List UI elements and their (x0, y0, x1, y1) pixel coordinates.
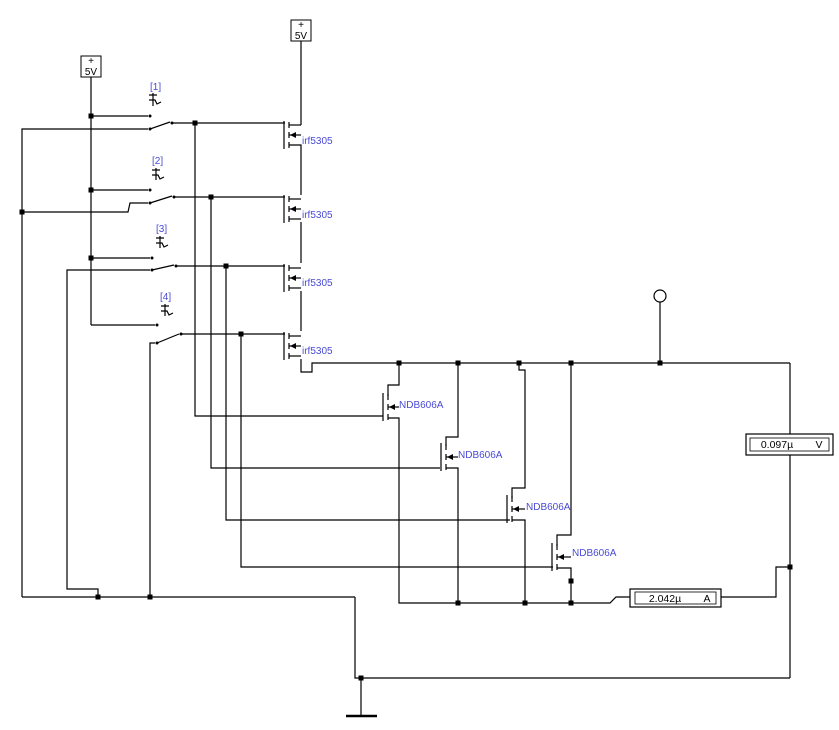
switch-2[interactable]: [2] (148, 156, 286, 205)
pmos-q1-part: irf5305 (302, 136, 333, 147)
switch-1[interactable]: [1] (148, 82, 286, 131)
nmos-q8-part: NDB606A (572, 548, 617, 559)
pmos-stack (300, 147, 790, 373)
ammeter-reading: 2.042µ (649, 593, 681, 605)
nmos-q8[interactable]: NDB606A (551, 543, 617, 571)
supply-label-left: 5V (85, 67, 98, 78)
ground-symbol (346, 700, 377, 718)
switch-key-4: [4] (160, 292, 171, 303)
gate-routing (194, 123, 553, 568)
pmos-q4-part: irf5305 (302, 346, 333, 357)
nmos-q7-part: NDB606A (526, 502, 571, 513)
voltmeter-unit: V (815, 439, 822, 451)
nmos-q6[interactable]: NDB606A (440, 443, 503, 471)
supply-label-top: 5V (295, 31, 308, 42)
pmos-q3-part: irf5305 (302, 278, 333, 289)
nmos-q7[interactable]: NDB606A (506, 495, 571, 523)
nmos-q6-part: NDB606A (458, 450, 503, 461)
nmos-q5-part: NDB606A (399, 400, 444, 411)
ammeter-unit: A (703, 593, 710, 605)
switch-4[interactable]: [4] (155, 292, 286, 345)
left-bus-wires (21, 115, 362, 700)
pmos-q3[interactable]: irf5305 (283, 264, 333, 292)
pmos-q4[interactable]: irf5305 (283, 332, 333, 360)
pmos-q2[interactable]: irf5305 (283, 195, 333, 223)
switch-key-2: [2] (152, 156, 163, 167)
nmos-q5[interactable]: NDB606A (382, 393, 444, 421)
voltmeter-reading: 0.097µ (761, 439, 793, 451)
supply-5v-top[interactable]: + 5V (290, 19, 312, 125)
ammeter[interactable]: 2.042µ A (629, 566, 790, 608)
junction-dots (19, 113, 793, 681)
pmos-q2-part: irf5305 (302, 210, 333, 221)
supply-plus-top: + (298, 20, 304, 31)
switch-key-3: [3] (156, 224, 167, 235)
supply-plus-left: + (88, 56, 94, 67)
switch-3[interactable]: [3] (150, 224, 286, 272)
pmos-q1[interactable]: irf5305 (283, 121, 333, 149)
switch-key-1: [1] (150, 82, 161, 93)
nmos-bank-wires (387, 363, 630, 604)
output-probe[interactable] (653, 289, 667, 363)
voltmeter[interactable]: 0.097µ V (745, 433, 834, 456)
